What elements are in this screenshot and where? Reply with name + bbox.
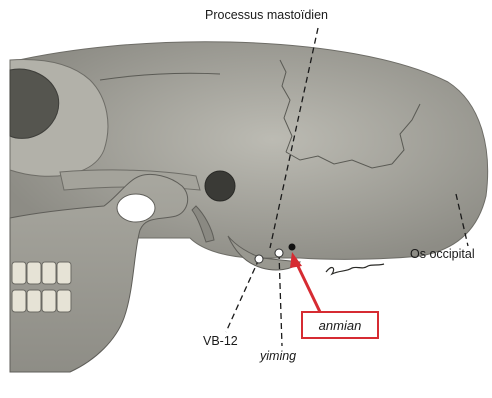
ear-canal [205, 171, 235, 201]
label-yiming: yiming [260, 349, 296, 363]
anmian-callout-box: anmian [301, 311, 379, 339]
point-vb12 [255, 255, 263, 263]
label-vb12: VB-12 [203, 334, 238, 348]
label-processus-mastoidien: Processus mastoïdien [205, 8, 328, 22]
label-os-occipital: Os occipital [410, 247, 475, 261]
point-yiming [275, 249, 283, 257]
anmian-arrow [290, 252, 320, 312]
artist-signature [326, 264, 384, 274]
label-anmian: anmian [319, 318, 362, 333]
mandibular-notch [117, 194, 155, 222]
point-anmian [289, 244, 296, 251]
